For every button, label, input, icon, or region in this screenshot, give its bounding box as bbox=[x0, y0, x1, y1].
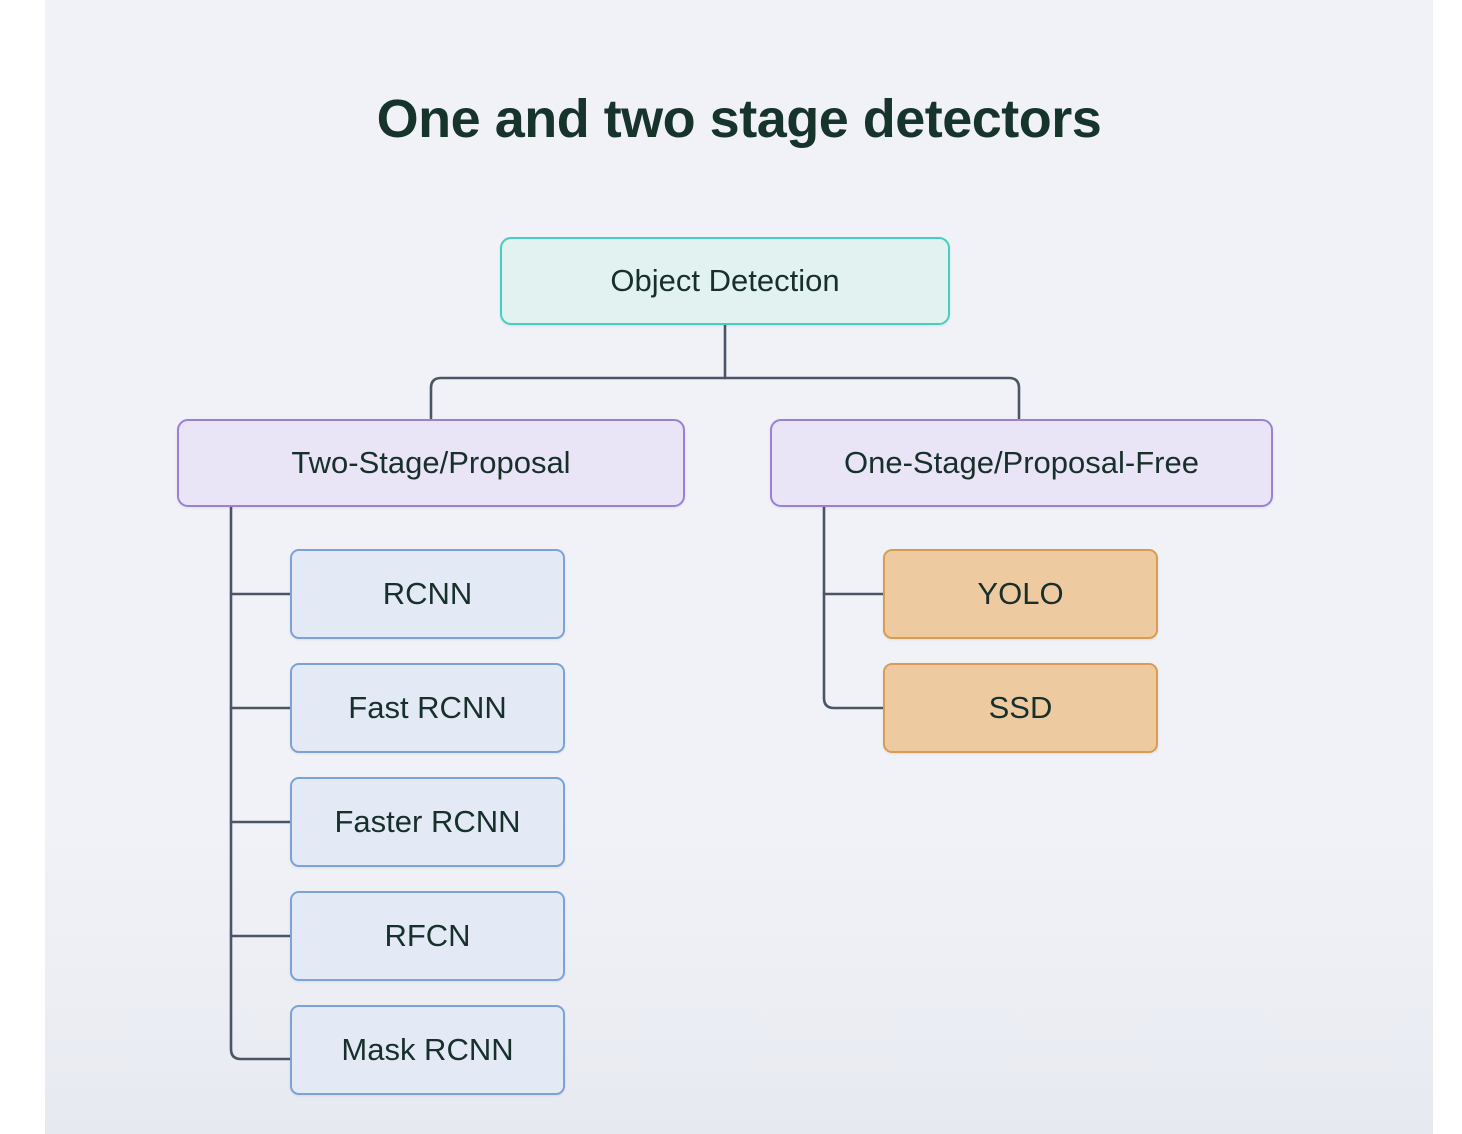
node-rfcn[interactable]: RFCN bbox=[290, 891, 565, 981]
node-mask-rcnn[interactable]: Mask RCNN bbox=[290, 1005, 565, 1095]
connector-lines bbox=[229, 323, 1021, 1061]
node-label: SSD bbox=[988, 690, 1053, 725]
page-title: One and two stage detectors bbox=[376, 89, 1102, 149]
node-label: RCNN bbox=[382, 576, 473, 611]
node-label: One-Stage/Proposal-Free bbox=[844, 445, 1199, 480]
node-label: Two-Stage/Proposal bbox=[291, 445, 571, 480]
node-yolo[interactable]: YOLO bbox=[883, 549, 1158, 639]
node-faster-rcnn[interactable]: Faster RCNN bbox=[290, 777, 565, 867]
node-label: Mask RCNN bbox=[341, 1032, 514, 1067]
node-ssd[interactable]: SSD bbox=[883, 663, 1158, 753]
wire-root-split bbox=[429, 376, 1021, 420]
wire-left-spine bbox=[229, 505, 293, 1061]
diagram-canvas: One and two stage detectors Object Detec… bbox=[45, 0, 1433, 1134]
node-fast-rcnn[interactable]: Fast RCNN bbox=[290, 663, 565, 753]
node-rcnn[interactable]: RCNN bbox=[290, 549, 565, 639]
node-label: Fast RCNN bbox=[348, 690, 507, 725]
node-label: Faster RCNN bbox=[334, 804, 521, 839]
node-object-detection[interactable]: Object Detection bbox=[500, 237, 950, 325]
node-label: RFCN bbox=[384, 918, 471, 953]
node-label: Object Detection bbox=[610, 263, 840, 298]
node-two-stage-proposal[interactable]: Two-Stage/Proposal bbox=[177, 419, 685, 507]
node-label: YOLO bbox=[977, 576, 1064, 611]
wire-right-spine bbox=[822, 505, 886, 710]
node-one-stage-proposal-free[interactable]: One-Stage/Proposal-Free bbox=[770, 419, 1273, 507]
